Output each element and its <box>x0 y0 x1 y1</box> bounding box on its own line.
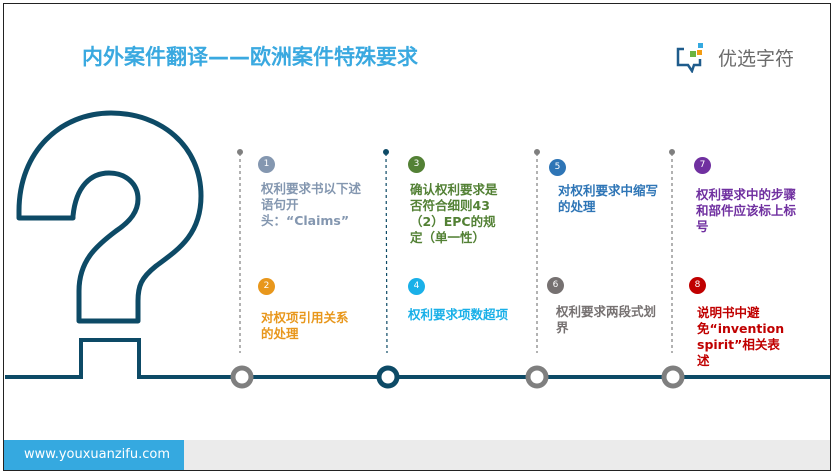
timeline-node-2 <box>376 365 400 389</box>
badge-5: 5 <box>549 159 566 176</box>
logo-chat-icon <box>676 43 703 73</box>
item-7: 权利要求中的步骤和部件应该标上标号 <box>696 187 797 234</box>
badge-4: 4 <box>408 278 425 295</box>
badge-6: 6 <box>547 277 564 294</box>
footer-website-link[interactable]: www.youxuanzifu.com <box>4 440 184 470</box>
logo-text: 优选字符 <box>718 47 795 70</box>
badge-8: 8 <box>689 277 706 294</box>
footer: www.youxuanzifu.com <box>4 440 830 470</box>
timeline-node-3 <box>525 365 549 389</box>
item-2: 对权项引用关系的处理 <box>261 310 349 341</box>
timeline-node-1 <box>230 365 254 389</box>
logo: 优选字符 <box>676 41 794 73</box>
item-6: 权利要求两段式划界 <box>556 304 657 335</box>
item-3: 确认权利要求是否符合细则43（2）EPC的规定（单一性） <box>410 182 498 245</box>
badge-2: 2 <box>258 278 275 295</box>
page-title: 内外案件翻译——欧洲案件特殊要求 <box>82 45 418 69</box>
question-mark-icon <box>16 110 204 324</box>
badge-1: 1 <box>258 156 275 173</box>
item-1: 权利要求书以下述语句开头：“Claims” <box>261 181 362 228</box>
badge-3: 3 <box>408 156 425 173</box>
slide: 内外案件翻译——欧洲案件特殊要求 优选字符 1 权利要求书以下述语句开头：“Cl… <box>3 3 831 471</box>
item-8: 说明书中避免“invention spirit”相关表述 <box>697 305 785 368</box>
badge-7: 7 <box>694 157 711 174</box>
timeline-line <box>5 338 830 379</box>
item-5: 对权利要求中缩写的处理 <box>558 183 659 214</box>
timeline-node-4 <box>661 365 685 389</box>
question-mark-timeline-graphic <box>5 110 830 389</box>
item-4: 权利要求项数超项 <box>408 307 509 322</box>
